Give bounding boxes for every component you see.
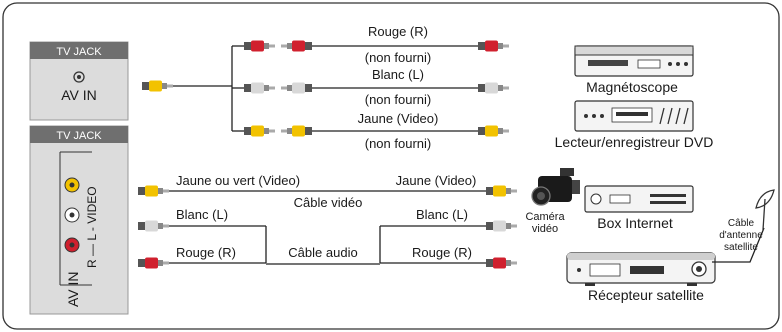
- white-left-label: Blanc (L): [176, 207, 228, 222]
- yellow-cable-label: Jaune (Video): [358, 111, 439, 126]
- box-internet-label: Box Internet: [597, 215, 673, 231]
- antenna-label: d'antenne: [719, 230, 763, 241]
- white-right-label: Blanc (L): [416, 207, 468, 222]
- red-cable-note: (non fourni): [365, 50, 431, 65]
- camera-label: vidéo: [532, 223, 558, 235]
- red-cable-label: Rouge (R): [368, 24, 428, 39]
- vcr-label: Magnétoscope: [586, 79, 678, 95]
- antenna-cable: [712, 227, 765, 263]
- yellow-cable-note: (non fourni): [365, 136, 431, 151]
- dvd-recorder-icon: [574, 100, 694, 132]
- antenna-label: Câble: [728, 218, 755, 229]
- video-camera-icon: [531, 168, 580, 206]
- video-cable-name: Câble vidéo: [294, 195, 363, 210]
- tv-jack-panel-bottom: TV JACK R — L - VIDEO AV IN: [29, 125, 129, 315]
- video-left-label: Jaune ou vert (Video): [176, 173, 300, 188]
- satellite-receiver-label: Récepteur satellite: [588, 287, 704, 303]
- satellite-dish-icon: [755, 189, 775, 231]
- panel-header: TV JACK: [56, 130, 102, 142]
- satellite-receiver-icon: [566, 252, 716, 286]
- av-in-jack-icon: [73, 71, 85, 83]
- top-cable-set: Rouge (R) (non fourni) Blanc (L) (non fo…: [142, 24, 509, 151]
- tv-jack-panel-top: TV JACK AV IN: [29, 41, 129, 121]
- jack-side-label: R — L - VIDEO: [85, 186, 99, 268]
- white-cable-note: (non fourni): [365, 92, 431, 107]
- vcr-icon: [574, 45, 694, 77]
- internet-box-icon: [584, 185, 694, 213]
- dvd-label: Lecteur/enregistreur DVD: [555, 134, 714, 150]
- bottom-cable-set: Jaune ou vert (Video) Jaune (Video) Câbl…: [138, 173, 517, 269]
- av-in-vertical-label: AV IN: [65, 271, 81, 307]
- camera-label: Caméra: [525, 211, 565, 223]
- red-left-label: Rouge (R): [176, 245, 236, 260]
- white-cable-label: Blanc (L): [372, 67, 424, 82]
- video-right-label: Jaune (Video): [396, 173, 477, 188]
- av-in-label: AV IN: [61, 87, 97, 103]
- audio-cable-name: Câble audio: [288, 245, 357, 260]
- panel-header: TV JACK: [56, 46, 102, 58]
- antenna-label: satellite: [724, 242, 758, 253]
- red-right-label: Rouge (R): [412, 245, 472, 260]
